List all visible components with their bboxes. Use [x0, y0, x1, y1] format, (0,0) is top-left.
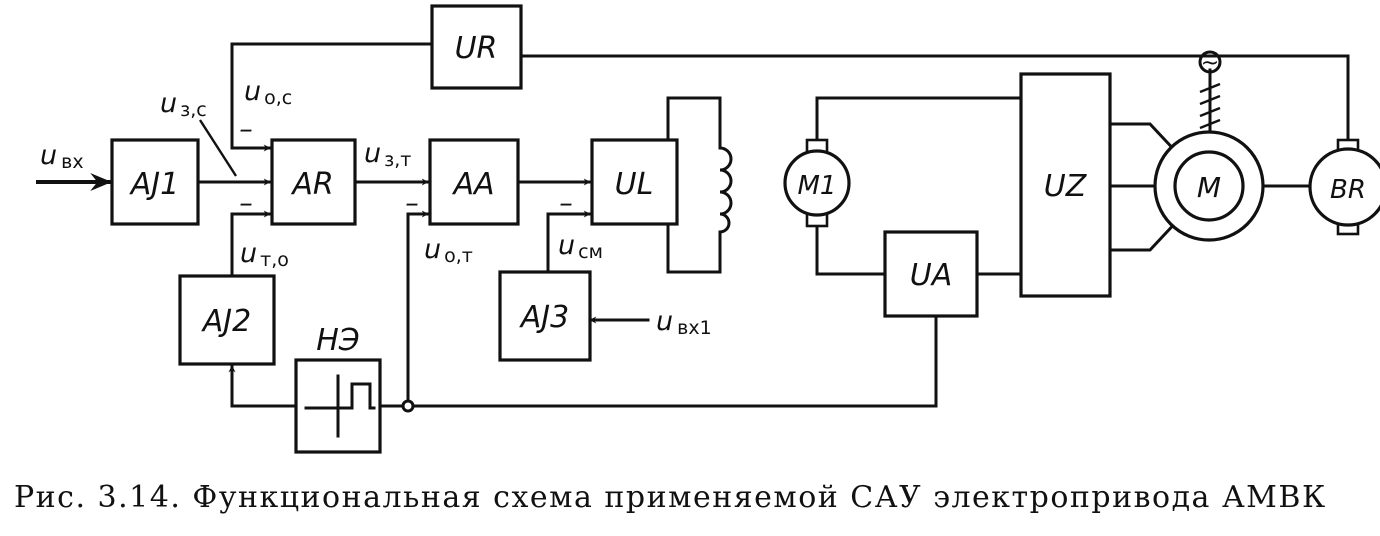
minus-mark: –: [239, 188, 253, 219]
block-ne-label: НЭ: [316, 323, 360, 358]
block-ar: AR: [270, 138, 357, 226]
block-aa: AA: [428, 138, 520, 226]
nonlinear-characteristic: [304, 382, 376, 410]
block-ur: UR: [430, 4, 523, 90]
ac-source-mark: ~: [1201, 51, 1219, 76]
block-aj3: AJ3: [498, 270, 592, 362]
machine-m1-label: M1: [798, 171, 837, 201]
block-ar-label: AR: [290, 167, 333, 202]
connection-lines: [36, 42, 1350, 408]
block-aj3-label: AJ3: [519, 300, 569, 335]
machine-m: M: [1153, 130, 1265, 242]
ac-source-symbol: ~: [1198, 50, 1222, 130]
inductor-coil: [718, 146, 733, 234]
block-uz: UZ: [1019, 72, 1112, 298]
block-ne: НЭ: [294, 323, 382, 454]
block-uz-label: UZ: [1044, 169, 1088, 204]
block-ul-label: UL: [615, 167, 654, 202]
block-ul: UL: [590, 138, 679, 226]
machine-m1: M1: [783, 138, 851, 228]
block-aj1: AJ1: [110, 138, 200, 226]
machine-br-label: BR: [1330, 175, 1366, 205]
block-aj2: AJ2: [178, 274, 276, 366]
block-aj1-label: AJ1: [129, 167, 179, 202]
block-ur-label: UR: [455, 31, 498, 66]
machine-m-label: M: [1197, 171, 1221, 204]
minus-mark: –: [405, 188, 419, 219]
block-ua: UA: [883, 230, 979, 318]
minus-mark: –: [239, 114, 253, 145]
junction-node: [401, 399, 415, 413]
minus-marks: – – – –: [239, 114, 573, 219]
block-aj2-label: AJ2: [201, 304, 251, 339]
minus-mark: –: [559, 188, 573, 219]
block-aa-label: AA: [451, 167, 494, 202]
figure-caption: Рис. 3.14. Функциональная схема применяе…: [14, 480, 1327, 515]
block-ua-label: UA: [910, 258, 952, 293]
machine-br: BR: [1308, 138, 1380, 236]
